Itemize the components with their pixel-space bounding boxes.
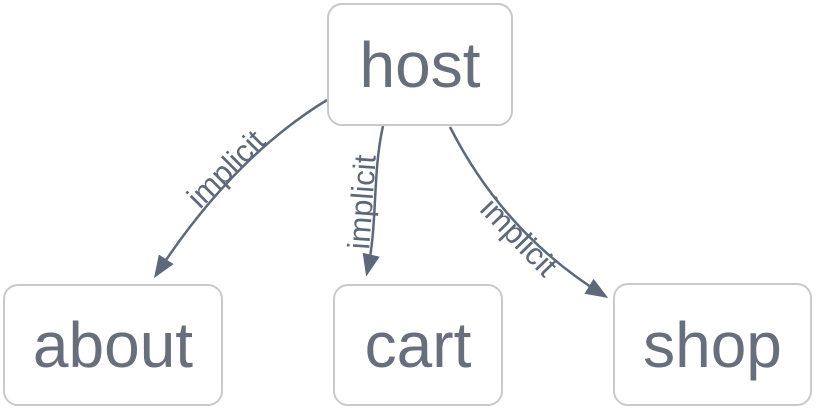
node-about-label: about	[32, 309, 194, 381]
node-host-label: host	[359, 28, 481, 101]
edge-label-host-cart: implicit	[341, 153, 383, 251]
node-cart[interactable]: cart	[333, 284, 503, 406]
edge-host-about	[153, 98, 328, 279]
edge-host-shop	[448, 126, 609, 298]
node-host[interactable]: host	[327, 3, 513, 126]
node-cart-label: cart	[364, 309, 472, 381]
node-shop[interactable]: shop	[613, 283, 812, 406]
edge-host-cart	[362, 125, 385, 277]
node-about[interactable]: about	[3, 284, 223, 406]
node-shop-label: shop	[643, 308, 782, 381]
